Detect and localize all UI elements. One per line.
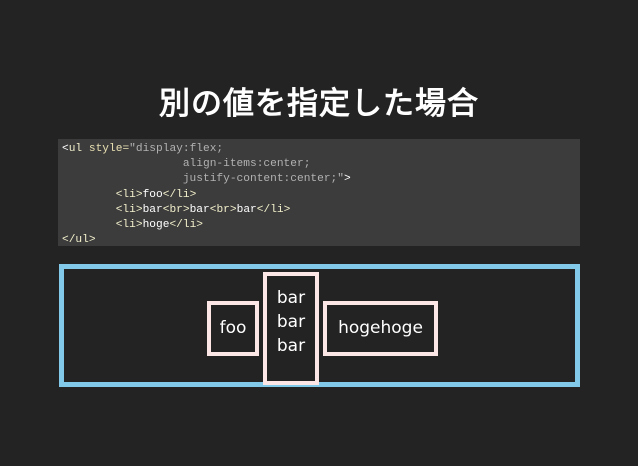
flex-item-bar-line: bar xyxy=(276,312,306,332)
code-token: </ul> xyxy=(62,234,96,247)
code-line-2: align-items:center; xyxy=(62,157,580,172)
code-token: </li> xyxy=(162,188,197,201)
flex-demo-container: foo bar bar bar hogehoge xyxy=(59,264,580,387)
code-line-7: </ul> xyxy=(62,233,580,248)
code-token: foo xyxy=(142,188,163,201)
slide-title: 別の値を指定した場合 xyxy=(159,86,479,122)
flex-item-bar: bar bar bar xyxy=(263,272,319,385)
code-line-1: <ul style="display:flex; xyxy=(62,142,580,157)
code-token: bar xyxy=(142,203,163,216)
code-token: "display:flex; xyxy=(129,143,224,155)
code-token: justify-content:center;" xyxy=(62,173,344,186)
code-token: <li> xyxy=(115,218,143,231)
code-token: bar xyxy=(189,203,210,216)
code-token: <li> xyxy=(115,203,143,216)
code-token: </li> xyxy=(256,203,291,216)
code-block: <ul style="display:flex; align-items:cen… xyxy=(58,139,580,246)
code-line-6: <li>hoge</li> xyxy=(62,218,580,233)
code-token: > xyxy=(343,173,351,186)
code-line-3: justify-content:center;"> xyxy=(62,172,580,187)
flex-item-bar-line: bar xyxy=(276,288,306,308)
code-token: < xyxy=(62,143,69,155)
flex-item-bar-line: bar xyxy=(276,336,306,356)
code-token: </li> xyxy=(169,218,204,231)
flex-item-hoge: hogehoge xyxy=(323,301,438,356)
code-token: bar xyxy=(236,203,257,216)
code-token: ul xyxy=(68,143,83,155)
code-token: <li> xyxy=(115,188,143,201)
code-token: hoge xyxy=(142,218,170,231)
code-indent xyxy=(62,189,116,201)
code-line-5: <li>bar<br>bar<br>bar</li> xyxy=(62,203,580,218)
code-token: align-items:center; xyxy=(62,158,311,171)
code-line-4: <li>foo</li> xyxy=(62,188,580,203)
code-token: style= xyxy=(82,143,130,155)
code-indent xyxy=(62,204,116,216)
code-token: <br> xyxy=(162,203,190,216)
code-indent xyxy=(62,219,116,231)
flex-item-foo: foo xyxy=(207,301,259,356)
code-token: <br> xyxy=(209,203,237,216)
